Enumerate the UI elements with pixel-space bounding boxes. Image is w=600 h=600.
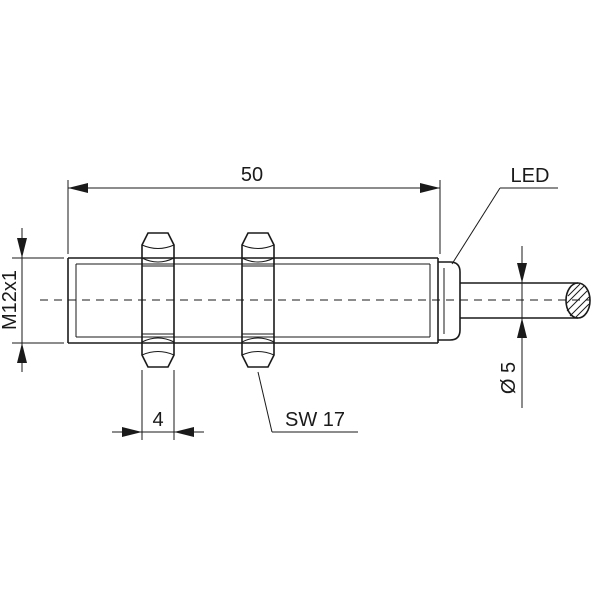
cable-hatch <box>565 283 590 318</box>
cable-diameter-dimension: Ø 5 <box>498 246 527 408</box>
wrench-size-callout: SW 17 <box>257 371 358 433</box>
nut-width-dimension: 4 <box>112 370 204 440</box>
led-label: LED <box>511 165 550 187</box>
sensor-body <box>67 257 439 344</box>
length-label: 50 <box>241 164 263 186</box>
wrench-size-label: SW 17 <box>285 409 345 431</box>
thread-label: M12x1 <box>0 270 21 330</box>
length-dimension: 50 <box>67 164 441 254</box>
led-callout: LED <box>451 165 558 265</box>
rear-cap <box>438 261 461 341</box>
nut-width-label: 4 <box>152 409 163 431</box>
cable-diameter-label: Ø 5 <box>498 362 520 394</box>
hex-nut-right <box>241 232 275 368</box>
hex-nut-left <box>141 232 175 368</box>
thread-dimension: M12x1 <box>0 228 64 372</box>
